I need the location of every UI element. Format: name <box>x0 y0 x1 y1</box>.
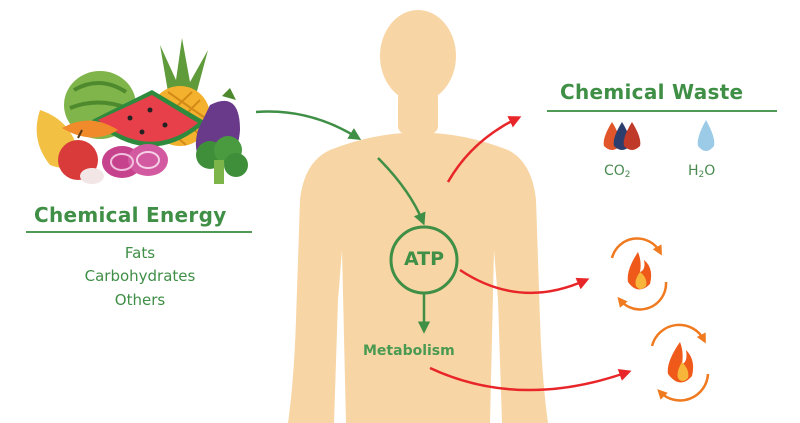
water-droplet-icon <box>697 120 715 151</box>
nutrient-item: Fats <box>124 244 156 262</box>
h2o-label: H2O <box>688 163 716 180</box>
chemical-waste-title: Chemical Waste <box>560 80 744 104</box>
chemical-energy-title: Chemical Energy <box>34 203 227 227</box>
food-cluster-icon <box>36 38 248 184</box>
arrow-food-to-body <box>255 110 362 140</box>
atp-circle <box>389 225 459 295</box>
chemical-energy-divider <box>26 231 252 233</box>
nutrient-item: Carbohydrates <box>84 267 196 285</box>
arrow-metabolism-to-heat <box>429 366 632 392</box>
arrow-head-to-atp <box>377 157 426 226</box>
chemical-waste-divider <box>547 110 777 112</box>
heat-flame-icon <box>650 323 710 402</box>
metabolism-label: Metabolism <box>363 343 455 359</box>
arrow-atp-to-heat <box>459 268 590 295</box>
human-body-silhouette <box>288 10 548 423</box>
arrow-to-waste <box>446 116 522 183</box>
nutrient-item: Others <box>114 291 166 309</box>
co2-label: CO2 <box>604 163 631 180</box>
dark-droplets-icon <box>603 122 641 150</box>
atp-label: ATP <box>403 248 445 270</box>
heat-flame-icon <box>610 237 668 311</box>
